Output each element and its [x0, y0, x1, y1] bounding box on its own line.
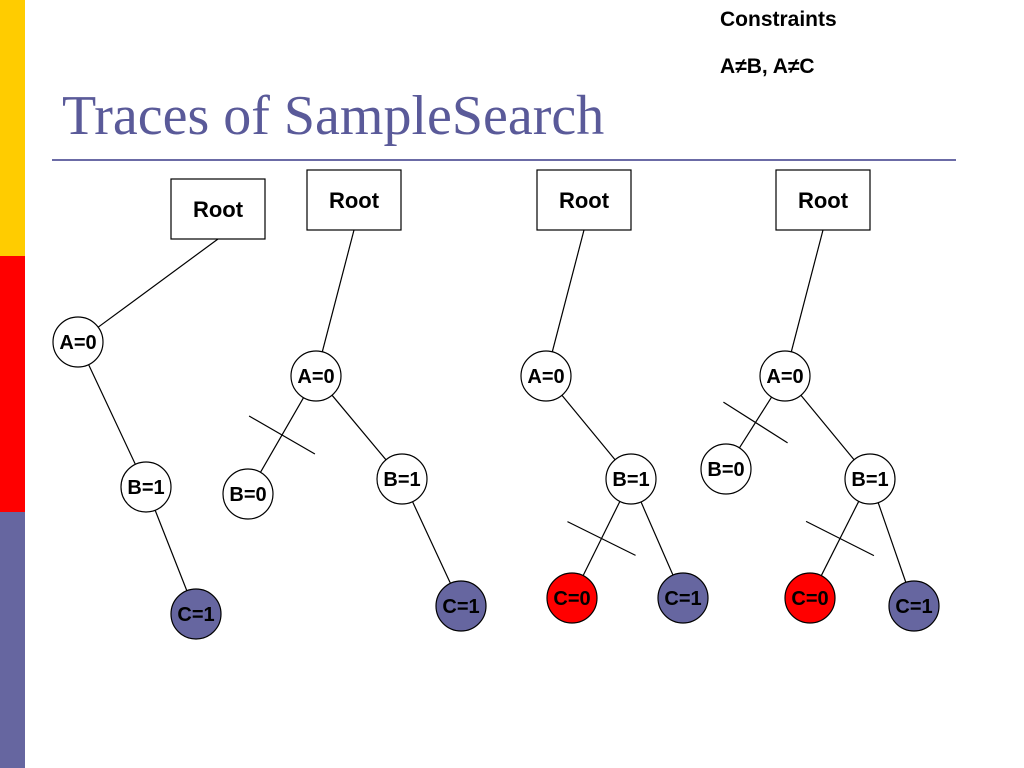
edge-a0-b1 — [331, 394, 387, 461]
root-node-label: Root — [798, 188, 849, 213]
node-b1-label: B=1 — [383, 469, 420, 491]
accent-bar-blue — [0, 512, 25, 768]
root-node-label: Root — [559, 188, 610, 213]
node-c1-label: C=1 — [895, 596, 932, 618]
edge-root-a0 — [321, 229, 355, 352]
node-c1 — [657, 572, 709, 624]
node-c0 — [784, 572, 836, 624]
accent-bar-yellow — [0, 0, 25, 256]
edge-root-a0 — [97, 238, 219, 328]
node-c1 — [435, 580, 487, 632]
edge-b1-c1 — [877, 502, 907, 583]
page-title: Traces of SampleSearch — [62, 85, 605, 147]
root-node — [775, 169, 871, 231]
node-a0 — [52, 316, 104, 368]
node-b1-label: B=1 — [612, 469, 649, 491]
edge-b1-c1 — [640, 501, 674, 576]
root-node-label: Root — [193, 197, 244, 222]
edge-root-a0 — [790, 229, 824, 352]
edge-root-a0 — [551, 229, 585, 352]
node-a0-label: A=0 — [297, 366, 334, 388]
node-c1-label: C=1 — [442, 596, 479, 618]
node-c1 — [888, 580, 940, 632]
title-underline — [52, 159, 956, 161]
node-a0 — [290, 350, 342, 402]
node-a0 — [759, 350, 811, 402]
node-b1 — [120, 461, 172, 513]
root-node — [170, 178, 266, 240]
node-a0 — [520, 350, 572, 402]
edge-a0-b1 — [88, 364, 136, 465]
edge-b1-c1 — [411, 501, 452, 584]
node-b1-label: B=1 — [127, 477, 164, 499]
root-node-label: Root — [329, 188, 380, 213]
constraints-value: A≠B, A≠C — [720, 55, 815, 78]
node-b0 — [700, 443, 752, 495]
node-a0-label: A=0 — [766, 366, 803, 388]
node-c1-label: C=1 — [664, 588, 701, 610]
constraints-heading: Constraints — [720, 8, 837, 31]
node-b0-label: B=0 — [707, 459, 744, 481]
node-b1 — [844, 453, 896, 505]
edge-b1-c1 — [154, 510, 188, 591]
node-c0 — [546, 572, 598, 624]
node-c0-label: C=0 — [791, 588, 828, 610]
node-b1-label: B=1 — [851, 469, 888, 491]
root-node — [536, 169, 632, 231]
node-b1 — [605, 453, 657, 505]
accent-bar-red — [0, 256, 25, 512]
node-b0 — [222, 468, 274, 520]
node-c0-label: C=0 — [553, 588, 590, 610]
prune-mark-a0-b0 — [723, 401, 788, 444]
node-a0-label: A=0 — [527, 366, 564, 388]
prune-mark-b1-c0 — [805, 520, 875, 557]
node-c1-label: C=1 — [177, 604, 214, 626]
root-node — [306, 169, 402, 231]
node-a0-label: A=0 — [59, 332, 96, 354]
node-c1 — [170, 588, 222, 640]
prune-mark-a0-b0 — [248, 415, 316, 455]
node-b0-label: B=0 — [229, 484, 266, 506]
edge-a0-b1 — [800, 394, 855, 461]
node-b1 — [376, 453, 428, 505]
prune-mark-b1-c0 — [567, 521, 636, 556]
edge-a0-b1 — [561, 394, 616, 461]
